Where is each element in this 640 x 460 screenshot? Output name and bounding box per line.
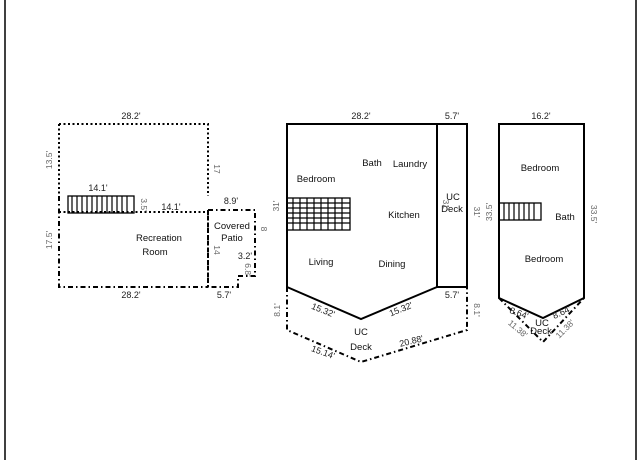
lower-right-upper-dim: 17 bbox=[212, 164, 222, 174]
covered-patio-label-2: Patio bbox=[221, 233, 243, 244]
lower-level-plan: Recreation Room Covered Patio 28.2' 28.2… bbox=[44, 111, 269, 300]
lower-stair-box bbox=[67, 195, 135, 214]
upper-left-height-dim: 33.5' bbox=[484, 203, 494, 222]
main-staircase bbox=[286, 197, 351, 231]
right-deck-depth-dim: 8.1' bbox=[472, 303, 482, 317]
lower-stair-length-dim: 14.1' bbox=[88, 183, 108, 193]
patio-right-dim: 8 bbox=[259, 227, 269, 232]
main-angle-left-dim: 15.32' bbox=[310, 301, 336, 319]
upper-deck-label-2: Deck bbox=[530, 326, 552, 337]
main-level-plan: Bedroom Bath Laundry Kitchen Living Dini… bbox=[271, 111, 482, 364]
upper-top-width-dim: 16.2' bbox=[531, 111, 551, 121]
main-left-height-dim: 31' bbox=[271, 200, 281, 211]
main-bath-label: Bath bbox=[362, 158, 382, 169]
upper-bedroom-top-label: Bedroom bbox=[521, 163, 560, 174]
main-bedroom-label: Bedroom bbox=[297, 174, 336, 185]
laundry-label: Laundry bbox=[393, 159, 428, 170]
patio-small-height-dim: 6.8' bbox=[243, 263, 253, 277]
main-top-width-dim: 28.2' bbox=[351, 111, 371, 121]
side-deck-width-dim: 5.7' bbox=[445, 111, 460, 121]
front-deck-label-2: Deck bbox=[350, 342, 372, 353]
patio-inner-dim: 14 bbox=[212, 245, 222, 255]
main-right-height-dim: 31' bbox=[441, 199, 451, 210]
side-deck-label-2: Deck bbox=[441, 204, 463, 215]
upper-staircase bbox=[498, 202, 542, 221]
patio-small-width-dim: 3.2' bbox=[238, 251, 253, 261]
kitchen-label: Kitchen bbox=[388, 210, 420, 221]
upper-bedroom-bottom-label: Bedroom bbox=[525, 254, 564, 265]
dining-label: Dining bbox=[379, 259, 406, 270]
deck-height-dim: 31' bbox=[472, 206, 482, 217]
lower-left-lower-dim: 17.5' bbox=[44, 231, 54, 250]
upper-stair-box bbox=[498, 202, 542, 221]
upper-level-plan: Bedroom Bath Bedroom UC Deck 16.2' 33.5'… bbox=[484, 111, 599, 344]
lower-top-width-dim: 28.2' bbox=[121, 111, 141, 121]
living-label: Living bbox=[309, 257, 334, 268]
recreation-room-label: Recreation bbox=[136, 233, 182, 244]
upper-deck-label: UC bbox=[535, 318, 549, 329]
covered-patio-label: Covered bbox=[214, 221, 250, 232]
patio-bottom-dim: 5.7' bbox=[217, 290, 232, 300]
lower-mid-width-dim: 14.1' bbox=[161, 202, 181, 212]
deck-offset-dim: 5.7' bbox=[445, 290, 460, 300]
front-deck-label: UC bbox=[354, 327, 368, 338]
lower-bottom-width-dim: 28.2' bbox=[121, 290, 141, 300]
front-deck-outline bbox=[286, 287, 468, 364]
upper-deck-right-dim: 11.38' bbox=[553, 317, 576, 340]
left-deck-depth-dim: 8.1' bbox=[272, 303, 282, 317]
recreation-room-label-2: Room bbox=[142, 247, 167, 258]
upper-right-height-dim: 33.5' bbox=[589, 205, 599, 224]
upper-level-outline bbox=[498, 123, 585, 320]
upper-deck-outline bbox=[498, 297, 585, 344]
lower-left-upper-dim: 13.5' bbox=[44, 151, 54, 170]
main-level-outline bbox=[286, 123, 438, 321]
lower-stair-width-dim: 3.5' bbox=[139, 198, 149, 212]
lower-upper-outline bbox=[59, 123, 209, 196]
lower-staircase bbox=[67, 195, 135, 214]
side-deck-outline bbox=[437, 123, 468, 288]
patio-top-dim: 8.9' bbox=[224, 196, 239, 206]
lower-main-outline bbox=[58, 196, 208, 288]
deck-left-diagonal-dim: 15.14' bbox=[310, 343, 336, 361]
side-deck-label: UC bbox=[446, 192, 460, 203]
upper-bath-label: Bath bbox=[555, 212, 575, 223]
main-stair-box bbox=[286, 197, 351, 231]
